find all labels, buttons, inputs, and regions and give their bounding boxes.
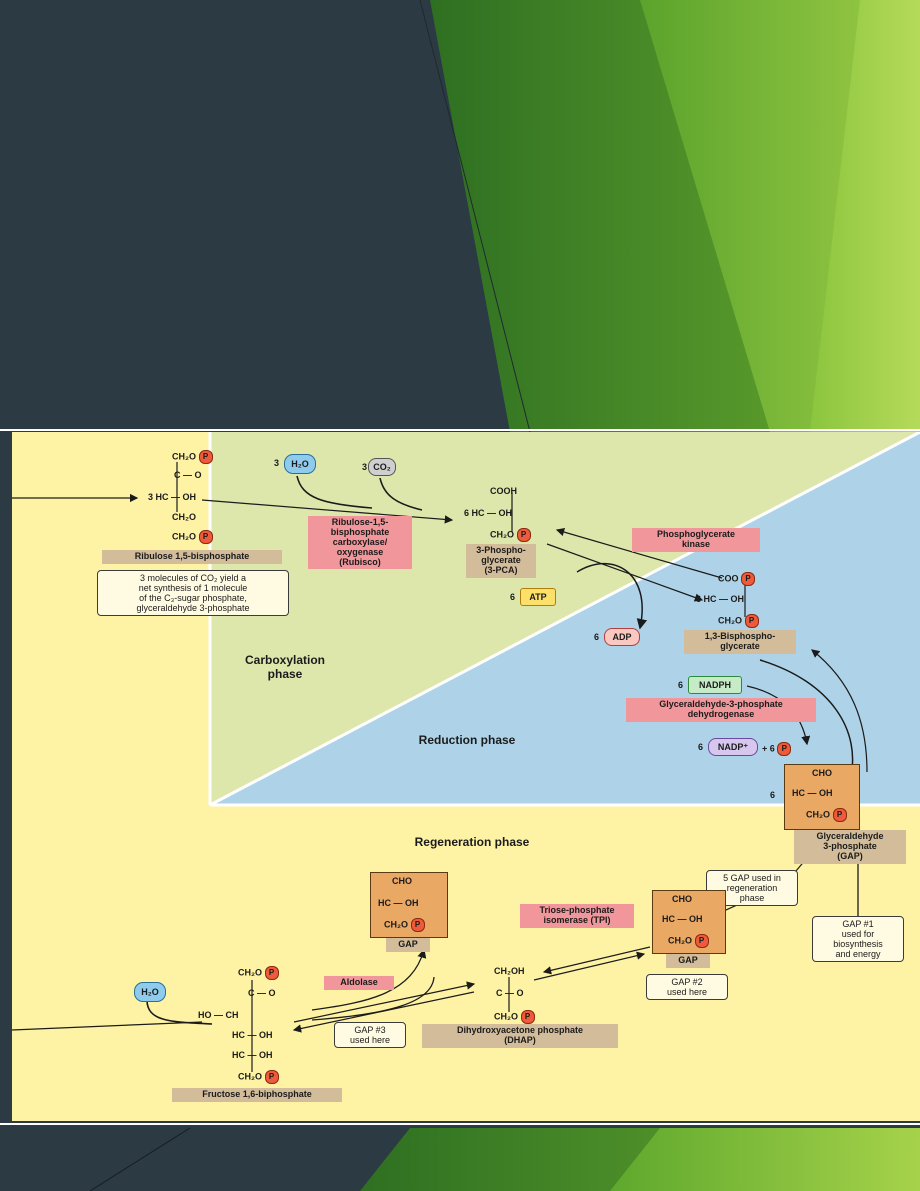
arrow-co2-in <box>379 477 423 511</box>
rubp-ch2o: CH₂O <box>172 512 196 522</box>
arrow-bpg-to-g3p <box>759 659 858 782</box>
arrow-gap3 <box>311 976 435 1021</box>
gap2-note: GAP #2 used here <box>646 974 728 1001</box>
g3p-name: Glyceraldehyde 3-phosphate (GAP) <box>794 830 906 864</box>
gap-ch2op: CH₂O P <box>384 918 425 932</box>
dhap-name: Dihydroxyacetone phosphate (DHAP) <box>422 1024 618 1048</box>
pga-ch2op: CH₂O P <box>490 528 531 542</box>
phosphate-icon: P <box>516 528 531 542</box>
calvin-cycle-diagram: Carboxylation phase Reduction phase Rege… <box>12 432 920 1121</box>
rubisco-enzyme: Ribulose-1,5- bisphosphate carboxylase/ … <box>308 516 412 570</box>
phosphate-icon: P <box>777 742 792 756</box>
fbp-ch2op-bottom: CH₂O P <box>238 1070 279 1084</box>
pi-coef: + 6 P <box>762 742 792 756</box>
arrow-bpg-back <box>555 527 723 579</box>
arrow-h2o-bottom <box>146 999 213 1025</box>
gap2-name: GAP <box>666 954 710 968</box>
fbp-hcoh-1: HC — OH <box>232 1030 273 1040</box>
arrow-to-gap-top <box>311 948 427 1011</box>
adp-coef: 6 <box>594 632 600 642</box>
bpg-hcoh: 6 HC — OH <box>696 594 745 604</box>
rubp-name: Ribulose 1,5-bisphosphate <box>102 550 282 564</box>
nadp-badge: NADP⁺ <box>708 738 758 756</box>
g3p-structure-box <box>784 764 860 830</box>
pga-name: 3-Phospho- glycerate (3-PCA) <box>466 544 536 578</box>
gap2-cho: CHO <box>672 894 692 904</box>
gap1-note: GAP #1 used for biosynthesis and energy <box>812 916 904 963</box>
fbp-hoch: HO — CH <box>198 1010 239 1020</box>
rubp-hcoh: 3 HC — OH <box>148 492 197 502</box>
h2o-bottom-bubble: H₂O <box>134 982 166 1002</box>
fbp-name: Fructose 1,6-biphosphate <box>172 1088 342 1102</box>
atp-coef: 6 <box>510 592 516 602</box>
phosphate-icon: P <box>264 966 279 980</box>
arrow-exit-left <box>12 1021 203 1031</box>
bpg-name: 1,3-Bisphospho- glycerate <box>684 630 796 654</box>
g3p-cho: CHO <box>812 768 832 778</box>
gap3-note: GAP #3 used here <box>334 1022 406 1049</box>
co2-coef: 3 <box>362 462 368 472</box>
phosphate-icon: P <box>410 918 425 932</box>
carboxylation-phase-label: Carboxylation phase <box>244 653 325 681</box>
aldolase-enzyme: Aldolase <box>324 976 394 990</box>
pga-hcoh: 6 HC — OH <box>464 508 513 518</box>
fbp-hcoh-2: HC — OH <box>232 1050 273 1060</box>
atp-badge: ATP <box>520 588 556 606</box>
co2-yield-note: 3 molecules of CO₂ yield a net synthesis… <box>97 570 289 617</box>
gap2-ch2op: CH₂O P <box>668 934 709 948</box>
regeneration-phase-label: Regeneration phase <box>414 835 530 849</box>
phosphate-icon: P <box>694 934 709 948</box>
arrow-dhap-to-gap2 <box>533 951 646 981</box>
dhap-co: C — O <box>496 988 524 998</box>
co2-bubble: CO₂ <box>368 458 396 476</box>
rubp-ch2op-bottom: CH₂O P <box>172 530 213 544</box>
adp-badge: ADP <box>604 628 640 646</box>
fbp-ch2op-top: CH₂O P <box>238 966 279 980</box>
nadph-badge: NADPH <box>688 676 742 694</box>
arrow-h2o-in <box>296 475 373 509</box>
arrow-g3p-back <box>811 649 868 773</box>
arrow-atp-to-adp <box>576 562 648 630</box>
pga-cooh: COOH <box>490 486 517 496</box>
rubp-ch2op-top: CH₂O P <box>172 450 213 464</box>
green-banner-light <box>810 0 920 432</box>
rubp-co: C — O <box>174 470 202 480</box>
gap-structure-box <box>370 872 448 938</box>
fbp-co: C — O <box>248 988 276 998</box>
bpg-ch2op: CH₂O P <box>718 614 759 628</box>
h2o-bubble: H₂O <box>284 454 316 474</box>
gapdh-enzyme: Glyceraldehyde-3-phosphate dehydrogenase <box>626 698 816 722</box>
g3p-coef: 6 <box>770 790 776 800</box>
dhap-ch2op: CH₂O P <box>494 1010 535 1024</box>
gap-name: GAP <box>386 938 430 952</box>
phosphate-icon: P <box>198 450 213 464</box>
nadph-coef: 6 <box>678 680 684 690</box>
g3p-ch2op: CH₂O P <box>806 808 847 822</box>
green-banner-bottom-light <box>610 1128 920 1191</box>
reduction-phase-label: Reduction phase <box>418 733 516 747</box>
g3p-hcoh: HC — OH <box>792 788 833 798</box>
phosphate-icon: P <box>520 1010 535 1024</box>
nadp-coef: 6 <box>698 742 704 752</box>
pgk-enzyme: Phosphoglycerate kinase <box>632 528 760 552</box>
tpi-enzyme: Triose-phosphate isomerase (TPI) <box>520 904 634 928</box>
gap-hcoh: HC — OH <box>378 898 419 908</box>
gap-cho: CHO <box>392 876 412 886</box>
phosphate-icon: P <box>198 530 213 544</box>
gap2-structure-box <box>652 890 726 954</box>
phosphate-icon: P <box>264 1070 279 1084</box>
h2o-coef: 3 <box>274 458 280 468</box>
dhap-ch2oh: CH₂OH <box>494 966 525 976</box>
gap2-hcoh: HC — OH <box>662 914 703 924</box>
phosphate-icon: P <box>744 614 759 628</box>
arrow-fbp-to-dhap <box>293 981 476 1023</box>
arrow-gap2-to-dhap <box>542 946 651 975</box>
phosphate-icon: P <box>741 572 756 586</box>
phosphate-icon: P <box>832 808 847 822</box>
bpg-coo: COO P <box>718 572 756 586</box>
arrow-pga-to-bpg <box>546 543 704 602</box>
